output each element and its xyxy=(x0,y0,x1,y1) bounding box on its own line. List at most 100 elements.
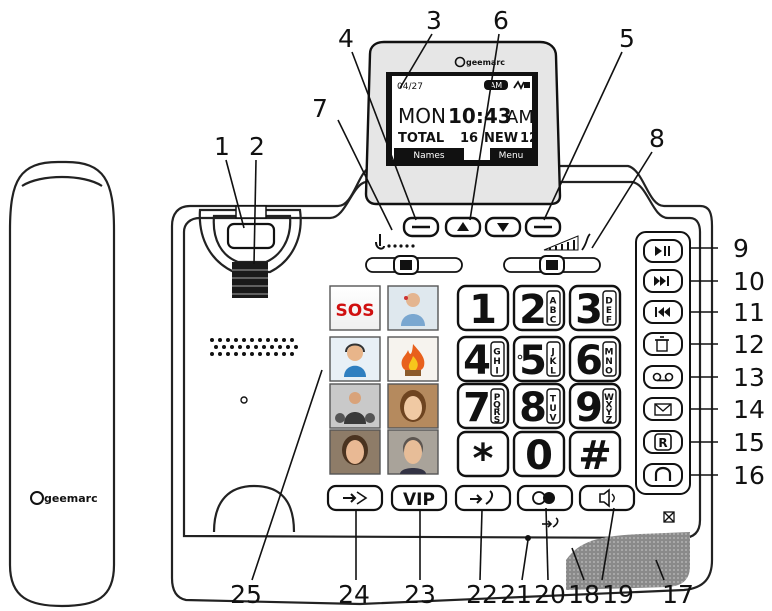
lcd-ampm: AM xyxy=(506,107,534,128)
callout-23: 23 xyxy=(404,580,436,609)
operator-icon xyxy=(344,343,366,377)
mute-button[interactable] xyxy=(516,484,574,512)
svg-text:8: 8 xyxy=(519,385,547,431)
svg-text:1: 1 xyxy=(469,287,497,333)
volume-boost-icon xyxy=(543,233,591,251)
ringer-volume-slider[interactable] xyxy=(365,234,463,275)
svg-text:5: 5 xyxy=(519,338,547,384)
skip-back-button[interactable] xyxy=(643,300,683,324)
doctor-icon xyxy=(401,293,425,326)
redial-icon xyxy=(470,490,494,505)
handset-cord-socket xyxy=(232,262,268,298)
bottom-keys: VIP xyxy=(326,484,636,528)
message-button[interactable] xyxy=(643,397,683,421)
speaker-button[interactable] xyxy=(578,484,636,512)
play-pause-icon xyxy=(655,246,670,256)
svg-text:JKL: JKL xyxy=(550,348,558,377)
woman-photo-icon xyxy=(400,390,426,422)
navigation-keys xyxy=(402,216,562,238)
key-star[interactable]: * xyxy=(456,430,510,482)
svg-text:GHI: GHI xyxy=(493,348,501,377)
handset-brand-text: geemarc xyxy=(44,492,98,505)
key-1[interactable]: 1 xyxy=(456,284,510,333)
vip-button[interactable]: VIP xyxy=(390,484,448,512)
play-pause-button[interactable] xyxy=(643,239,683,263)
voicemail-icon xyxy=(652,372,674,382)
lcd-softkey-right: Menu xyxy=(499,151,524,161)
lcd-total-value: 16 xyxy=(460,131,478,146)
handset-brand-logo: geemarc xyxy=(30,491,98,505)
man-photo-icon xyxy=(400,437,426,474)
callout-20: 20 xyxy=(534,580,566,609)
key-0[interactable]: 0 xyxy=(512,430,566,479)
store-icon xyxy=(343,491,368,505)
callout-2: 2 xyxy=(249,132,265,161)
svg-text:0: 0 xyxy=(525,433,553,479)
recall-button[interactable]: R xyxy=(643,430,683,454)
voicemail-button[interactable] xyxy=(643,365,683,389)
redial-button[interactable] xyxy=(454,484,512,512)
hearing-aid-icon xyxy=(663,511,675,523)
callout-16: 16 xyxy=(733,461,765,490)
sos-button[interactable] xyxy=(329,285,381,331)
svg-text:2: 2 xyxy=(519,287,547,333)
lcd-total-label: TOTAL xyxy=(398,131,444,146)
callout-22: 22 xyxy=(466,580,498,609)
recall-icon xyxy=(654,433,672,451)
lcd-time: 10:43 xyxy=(448,104,512,128)
skip-forward-button[interactable] xyxy=(643,269,683,293)
store-button[interactable] xyxy=(326,484,384,512)
skip-back-icon xyxy=(655,307,670,317)
lcd-line-icon xyxy=(513,80,530,91)
svg-text:3: 3 xyxy=(575,287,603,333)
message-icon xyxy=(654,403,672,416)
lcd-date: 04/27 xyxy=(397,82,423,92)
svg-text:#: # xyxy=(578,433,612,479)
handset[interactable]: geemarc xyxy=(8,160,116,608)
lcd-am-badge: AM xyxy=(490,81,502,90)
svg-text:9: 9 xyxy=(575,385,603,431)
callout-15: 15 xyxy=(733,428,765,457)
key-hash[interactable]: # xyxy=(568,430,622,479)
headset-button[interactable] xyxy=(643,463,683,487)
up-arrow-icon xyxy=(457,222,469,231)
callout-10: 10 xyxy=(733,267,765,296)
woman-photo-2-icon xyxy=(342,435,368,465)
lcd-screen xyxy=(392,76,532,160)
callout-13: 13 xyxy=(733,363,765,392)
callout-8: 8 xyxy=(649,124,665,153)
callout-7: 7 xyxy=(312,94,328,123)
svg-text:6: 6 xyxy=(575,338,603,384)
lcd-day: MON xyxy=(398,104,446,128)
callout-17: 17 xyxy=(662,580,694,609)
svg-text:ABC: ABC xyxy=(550,297,557,326)
callout-lines xyxy=(225,33,718,581)
headset-icon xyxy=(654,466,672,481)
vip-label: VIP xyxy=(403,490,435,510)
display-housing: geemarc 04/27 AM MON 10:43 AM TOTAL 16 N… xyxy=(364,40,562,206)
police-icon xyxy=(335,392,375,424)
microphone xyxy=(525,535,531,541)
hook-switch[interactable] xyxy=(226,222,276,250)
svg-text:4: 4 xyxy=(463,338,491,384)
side-function-keys: R xyxy=(635,231,691,495)
sos-label: SOS xyxy=(336,301,375,321)
recall-label: R xyxy=(658,436,667,450)
fire-icon xyxy=(401,344,425,376)
delete-icon xyxy=(655,336,669,352)
ringer-speaker-holes xyxy=(210,338,298,356)
callout-numbers: 1 2 3 4 5 6 7 8 9 10 11 12 13 14 15 16 1… xyxy=(214,6,765,609)
delete-button[interactable] xyxy=(643,332,683,356)
receiver-volume-slider[interactable] xyxy=(503,233,601,275)
